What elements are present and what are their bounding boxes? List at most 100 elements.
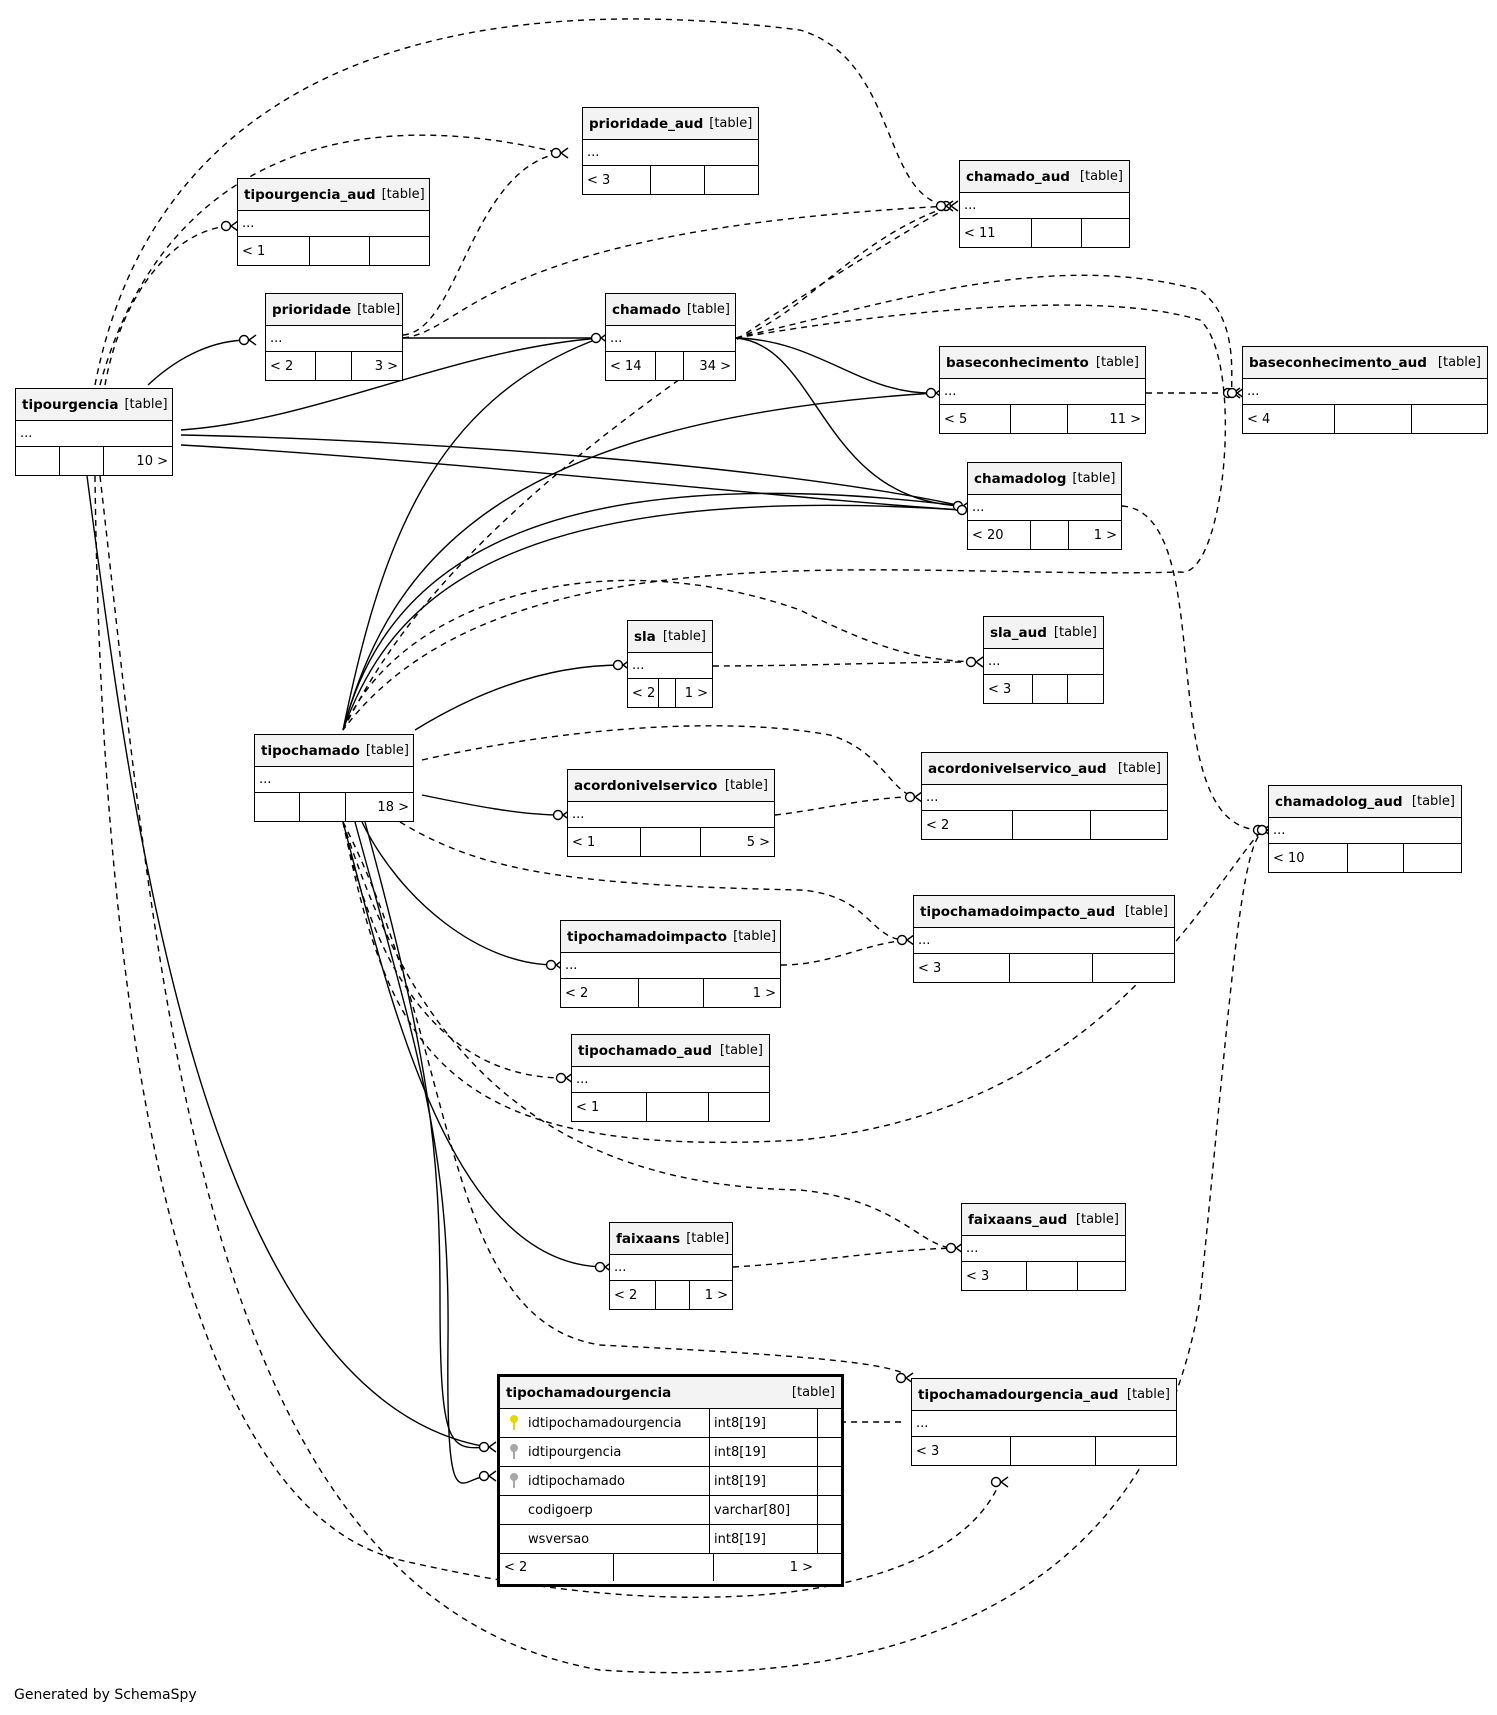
parents-count[interactable]: < 3: [984, 675, 1033, 703]
column-row[interactable]: wsversao int8[19]: [500, 1525, 841, 1554]
parents-count[interactable]: < 3: [583, 166, 651, 194]
table-tipochamadoimpacto-aud[interactable]: tipochamadoimpacto_aud [table] ... < 3: [913, 895, 1175, 983]
parents-count[interactable]: < 14: [606, 352, 656, 380]
parents-count[interactable]: < 5: [940, 405, 1011, 433]
children-count[interactable]: 1 >: [789, 1560, 813, 1575]
children-count[interactable]: 1 >: [684, 685, 708, 701]
children-count[interactable]: [1096, 1437, 1176, 1465]
column-row[interactable]: codigoerp varchar[80]: [500, 1496, 841, 1525]
table-prioridade-aud[interactable]: prioridade_aud [table] ... < 3: [582, 107, 759, 195]
parents-count[interactable]: < 10: [1269, 844, 1348, 872]
parents-count[interactable]: < 3: [962, 1262, 1027, 1290]
table-chamadolog-aud[interactable]: chamadolog_aud [table] ... < 10: [1268, 785, 1462, 873]
table-footer: < 3: [984, 675, 1103, 703]
table-name: chamadolog_aud: [1275, 793, 1403, 810]
table-tipourgencia-aud[interactable]: tipourgencia_aud [table] ... < 1: [237, 178, 430, 266]
table-header: faixaans [table]: [610, 1223, 732, 1255]
table-tipochamadourgencia-aud[interactable]: tipochamadourgencia_aud [table] ... < 3: [911, 1378, 1177, 1466]
table-tipourgencia[interactable]: tipourgencia [table] ... 10 >: [15, 388, 173, 476]
table-tipochamadourgencia[interactable]: tipochamadourgencia [table] idtipochamad…: [497, 1374, 844, 1587]
column-row[interactable]: idtipochamadourgencia int8[19]: [500, 1409, 841, 1438]
table-header: chamadolog [table]: [968, 463, 1121, 495]
table-faixaans[interactable]: faixaans [table] ... < 2 1 >: [609, 1222, 733, 1310]
table-sla-aud[interactable]: sla_aud [table] ... < 3: [983, 616, 1104, 704]
children-count[interactable]: 11 >: [1109, 411, 1141, 427]
table-header: chamado_aud [table]: [960, 161, 1129, 193]
table-baseconhecimento[interactable]: baseconhecimento [table] ... < 5 11 >: [939, 346, 1146, 434]
footer-mid: [1013, 811, 1091, 839]
children-count[interactable]: 1 >: [704, 1287, 728, 1303]
table-chamadolog[interactable]: chamadolog [table] ... < 20 1 >: [967, 462, 1122, 550]
optional-marker: [220, 220, 232, 232]
parents-count[interactable]: [255, 793, 300, 821]
crows-foot-marker: [487, 1441, 497, 1453]
children-count[interactable]: [709, 1093, 769, 1121]
children-count[interactable]: 1 >: [752, 985, 776, 1001]
table-header: chamado [table]: [606, 294, 735, 326]
edge-tipochamado-acordonivelservico_aud: [421, 725, 915, 798]
table-name: acordonivelservico_aud: [928, 760, 1107, 777]
crows-foot-marker: [229, 220, 239, 232]
parents-count[interactable]: < 3: [914, 954, 1010, 982]
table-kind: [table]: [1072, 471, 1116, 486]
children-count[interactable]: 10 >: [136, 453, 168, 469]
parents-count[interactable]: < 1: [568, 828, 641, 856]
edge-tipochamado-chamadolog_aud: [342, 821, 1263, 1144]
optional-marker: [550, 147, 562, 159]
parents-count[interactable]: < 4: [1243, 405, 1335, 433]
children-count[interactable]: [1068, 675, 1103, 703]
children-count[interactable]: [1078, 1262, 1125, 1290]
table-tipochamadoimpacto[interactable]: tipochamadoimpacto [table] ... < 2 1 >: [560, 920, 781, 1008]
children-count[interactable]: 3 >: [374, 358, 398, 374]
children-count[interactable]: [705, 166, 758, 194]
children-count[interactable]: [1404, 844, 1461, 872]
parents-count[interactable]: [16, 447, 60, 475]
parents-count[interactable]: < 20: [968, 521, 1031, 549]
table-tipochamado-aud[interactable]: tipochamado_aud [table] ... < 1: [571, 1034, 770, 1122]
table-header: tipochamado_aud [table]: [572, 1035, 769, 1067]
children-count[interactable]: 5 >: [746, 834, 770, 850]
column-row[interactable]: idtipourgencia int8[19]: [500, 1438, 841, 1467]
column-type: int8[19]: [710, 1525, 818, 1553]
table-baseconhecimento-aud[interactable]: baseconhecimento_aud [table] ... < 4: [1242, 346, 1488, 434]
table-faixaans-aud[interactable]: faixaans_aud [table] ... < 3: [961, 1203, 1126, 1291]
parents-count[interactable]: < 2: [610, 1281, 656, 1309]
column-name: idtipourgencia: [528, 1444, 622, 1460]
collapsed-columns: ...: [610, 1255, 732, 1281]
parents-count[interactable]: < 2: [500, 1554, 614, 1581]
edge-chamado-chamado_aud: [735, 205, 951, 339]
parents-count[interactable]: < 2: [628, 679, 659, 707]
parents-count[interactable]: < 11: [960, 219, 1032, 247]
table-tipochamado[interactable]: tipochamado [table] ... 18 >: [254, 734, 414, 822]
table-acordonivelservico[interactable]: acordonivelservico [table] ... < 1 5 >: [567, 769, 775, 857]
table-sla[interactable]: sla [table] ... < 2 1 >: [627, 620, 713, 708]
parents-count[interactable]: < 3: [912, 1437, 1011, 1465]
children-count[interactable]: 18 >: [377, 799, 409, 815]
table-footer: < 1: [572, 1093, 769, 1121]
table-acordonivelservico-aud[interactable]: acordonivelservico_aud [table] ... < 2: [921, 752, 1168, 840]
table-chamado-aud[interactable]: chamado_aud [table] ... < 11: [959, 160, 1130, 248]
parents-count[interactable]: < 2: [266, 352, 316, 380]
optional-marker: [896, 934, 908, 946]
children-count[interactable]: [1082, 219, 1129, 247]
column-name: idtipochamadourgencia: [528, 1415, 682, 1431]
table-prioridade[interactable]: prioridade [table] ... < 2 3 >: [265, 293, 403, 381]
table-footer: < 14 34 >: [606, 352, 735, 380]
children-count[interactable]: 34 >: [699, 358, 731, 374]
optional-marker: [925, 387, 937, 399]
parents-count[interactable]: < 2: [561, 979, 639, 1007]
footer-mid: [1011, 1437, 1096, 1465]
children-count[interactable]: [1093, 954, 1174, 982]
parents-count[interactable]: < 1: [238, 237, 310, 265]
table-chamado[interactable]: chamado [table] ... < 14 34 >: [605, 293, 736, 381]
crows-foot-marker: [954, 1242, 964, 1254]
table-header: sla [table]: [628, 621, 712, 653]
parents-count[interactable]: < 1: [572, 1093, 647, 1121]
children-count[interactable]: [370, 237, 429, 265]
optional-marker: [945, 1242, 957, 1254]
children-count[interactable]: [1091, 811, 1167, 839]
parents-count[interactable]: < 2: [922, 811, 1013, 839]
children-count[interactable]: [1412, 405, 1487, 433]
column-row[interactable]: idtipochamado int8[19]: [500, 1467, 841, 1496]
children-count[interactable]: 1 >: [1093, 527, 1117, 543]
